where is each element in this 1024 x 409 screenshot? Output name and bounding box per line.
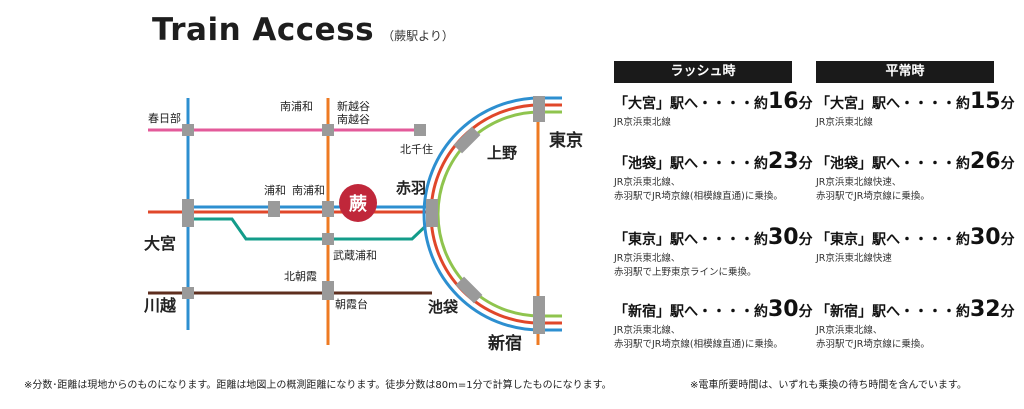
minutes-unit: 分 — [1000, 156, 1015, 172]
entry-destination: 「新宿」駅へ・・・・約30分 — [614, 297, 813, 322]
normal-entry: 「新宿」駅へ・・・・約32分 JR京浜東北線、 赤羽駅でJR埼京線に乗換。 — [816, 297, 1015, 352]
marker-omiya — [182, 199, 194, 227]
entry-destination: 「東京」駅へ・・・・約30分 — [614, 225, 813, 250]
marker-urawa — [268, 201, 280, 217]
rush-entry: 「新宿」駅へ・・・・約30分 JR京浜東北線、 赤羽駅でJR埼京線(相模線直通)に… — [614, 297, 813, 352]
label-minamiurawa2: 南浦和 — [292, 184, 325, 197]
page-subtitle: （蕨駅より） — [382, 29, 454, 43]
rush-entry: 「池袋」駅へ・・・・約23分 JR京浜東北線、 赤羽駅でJR埼京線(相模線直通)に… — [614, 149, 813, 204]
route-note: JR京浜東北線 — [614, 117, 671, 128]
minutes-unit: 分 — [798, 156, 813, 172]
route-note: JR京浜東北線、 赤羽駅でJR埼京線(相模線直通)に乗換。 — [614, 325, 783, 350]
minutes-unit: 分 — [1000, 96, 1015, 112]
minutes-unit: 分 — [1000, 232, 1015, 248]
marker-kitasenju — [414, 124, 426, 136]
minutes-value: 30 — [768, 297, 799, 322]
label-omiya: 大宮 — [144, 234, 176, 253]
marker-minamiurawa — [322, 124, 334, 136]
destination-text: 「東京」駅へ・・・・約 — [816, 232, 970, 248]
destination-text: 「新宿」駅へ・・・・約 — [816, 304, 970, 320]
minutes-value: 30 — [768, 225, 799, 250]
minutes-value: 23 — [768, 149, 799, 174]
destination-text: 「池袋」駅へ・・・・約 — [614, 156, 768, 172]
label-minamiurawa: 南浦和 — [280, 100, 313, 113]
rush-entry: 「大宮」駅へ・・・・約16分 JR京浜東北線 — [614, 89, 813, 130]
destination-text: 「大宮」駅へ・・・・約 — [816, 96, 970, 112]
destination-text: 「池袋」駅へ・・・・約 — [816, 156, 970, 172]
minutes-value: 16 — [768, 89, 799, 114]
footnote-distance: ※分数･距離は現地からのものになります。距離は地図上の概測距離になります。徒歩分… — [24, 380, 612, 391]
map-lines — [148, 96, 562, 345]
route-note: JR京浜東北線 — [816, 117, 873, 128]
route-note: JR京浜東北線快速、 赤羽駅でJR埼京線に乗換。 — [816, 177, 930, 202]
entry-destination: 「東京」駅へ・・・・約30分 — [816, 225, 1015, 250]
minutes-unit: 分 — [798, 232, 813, 248]
marker-ikebukuro — [455, 276, 483, 304]
marker-kasukabe — [182, 124, 194, 136]
destination-text: 「新宿」駅へ・・・・約 — [614, 304, 768, 320]
destination-text: 「大宮」駅へ・・・・約 — [614, 96, 768, 112]
marker-kawagoe — [182, 287, 194, 299]
marker-kitaasaka — [322, 281, 334, 291]
label-ikebukuro: 池袋 — [428, 298, 459, 316]
label-kawagoe: 川越 — [143, 296, 177, 315]
line-arc-blue — [422, 96, 541, 332]
normal-entry: 「池袋」駅へ・・・・約26分 JR京浜東北線快速、 赤羽駅でJR埼京線に乗換。 — [816, 149, 1015, 204]
normal-column-header: 平常時 — [816, 61, 994, 83]
entry-destination: 「大宮」駅へ・・・・約15分 — [816, 89, 1015, 114]
route-note: JR京浜東北線、 赤羽駅でJR埼京線(相模線直通)に乗換。 — [614, 177, 783, 202]
label-shinjuku: 新宿 — [488, 333, 522, 354]
route-map: 蕨 春日部 南浦和 新越谷 南越谷 北千住 上野 東京 浦和 南浦和 赤羽 大宮… — [143, 96, 583, 354]
label-akabane: 赤羽 — [396, 179, 426, 197]
label-asakadai: 朝霞台 — [335, 297, 368, 311]
page-title: Train Access — [152, 12, 375, 48]
marker-minamiurawa2 — [322, 201, 334, 217]
minutes-value: 15 — [970, 89, 1001, 114]
marker-shinjuku — [533, 296, 545, 334]
minutes-value: 32 — [970, 297, 1001, 322]
minutes-unit: 分 — [798, 96, 813, 112]
label-kitaasaka: 北朝霞 — [284, 270, 317, 283]
entry-destination: 「池袋」駅へ・・・・約26分 — [816, 149, 1015, 174]
origin-station-label: 蕨 — [349, 193, 367, 215]
line-arc-green — [436, 110, 541, 318]
line-arc-red — [429, 103, 541, 325]
minutes-unit: 分 — [798, 304, 813, 320]
title-group: Train Access （蕨駅より） — [152, 12, 454, 48]
label-urawa: 浦和 — [264, 184, 286, 197]
marker-tokyo — [533, 96, 545, 122]
label-shinkoshigaya: 新越谷 — [337, 99, 370, 113]
entry-destination: 「池袋」駅へ・・・・約23分 — [614, 149, 813, 174]
station-labels: 春日部 南浦和 新越谷 南越谷 北千住 上野 東京 浦和 南浦和 赤羽 大宮 武… — [143, 99, 583, 354]
label-kasukabe: 春日部 — [148, 111, 181, 125]
minutes-value: 26 — [970, 149, 1001, 174]
line-saikyo — [188, 217, 434, 241]
marker-akabane — [426, 199, 438, 227]
rush-column-header: ラッシュ時 — [614, 61, 792, 83]
entry-destination: 「新宿」駅へ・・・・約32分 — [816, 297, 1015, 322]
entry-destination: 「大宮」駅へ・・・・約16分 — [614, 89, 813, 114]
route-note: JR京浜東北線、 赤羽駅で上野東京ラインに乗換。 — [614, 253, 757, 278]
label-tokyo: 東京 — [549, 130, 583, 151]
rush-entry: 「東京」駅へ・・・・約30分 JR京浜東北線、 赤羽駅で上野東京ラインに乗換。 — [614, 225, 813, 280]
normal-entry: 「東京」駅へ・・・・約30分 JR京浜東北線快速 — [816, 225, 1015, 266]
minutes-unit: 分 — [1000, 304, 1015, 320]
marker-musashiurawa — [322, 233, 334, 245]
destination-text: 「東京」駅へ・・・・約 — [614, 232, 768, 248]
label-kitasenju: 北千住 — [400, 142, 433, 156]
footnote-transfer: ※電車所要時間は、いずれも乗換の待ち時間を含んでいます。 — [690, 380, 967, 391]
origin-station-marker — [339, 184, 377, 222]
label-ueno: 上野 — [487, 144, 517, 162]
marker-ueno — [453, 126, 481, 154]
route-note: JR京浜東北線快速 — [816, 253, 892, 264]
label-minamikoshigaya: 南越谷 — [337, 112, 370, 126]
minutes-value: 30 — [970, 225, 1001, 250]
label-musashiurawa: 武蔵浦和 — [333, 249, 377, 262]
normal-entry: 「大宮」駅へ・・・・約15分 JR京浜東北線 — [816, 89, 1015, 130]
route-note: JR京浜東北線、 赤羽駅でJR埼京線に乗換。 — [816, 325, 930, 350]
station-markers — [182, 96, 545, 334]
marker-asakadai — [322, 290, 334, 300]
